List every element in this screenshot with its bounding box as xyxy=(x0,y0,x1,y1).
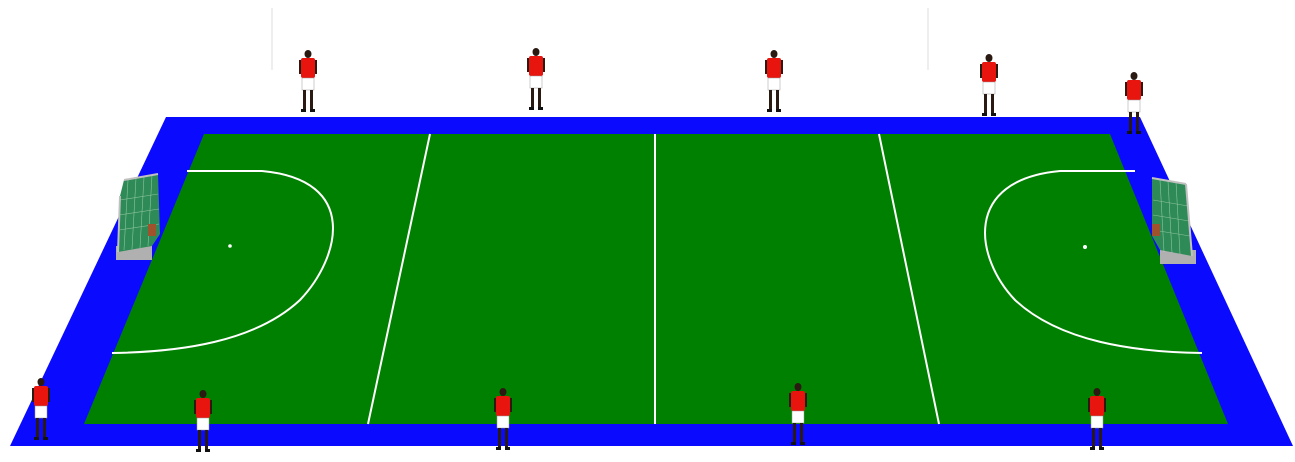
left-penalty-spot xyxy=(228,244,232,248)
player-top-3 xyxy=(765,50,783,112)
player-top-2 xyxy=(527,48,545,110)
right-penalty-spot xyxy=(1083,245,1087,249)
player-top-1 xyxy=(299,50,317,112)
right-goal-post xyxy=(1152,224,1160,236)
player-top-4 xyxy=(980,54,998,116)
left-goal-post xyxy=(148,224,156,236)
